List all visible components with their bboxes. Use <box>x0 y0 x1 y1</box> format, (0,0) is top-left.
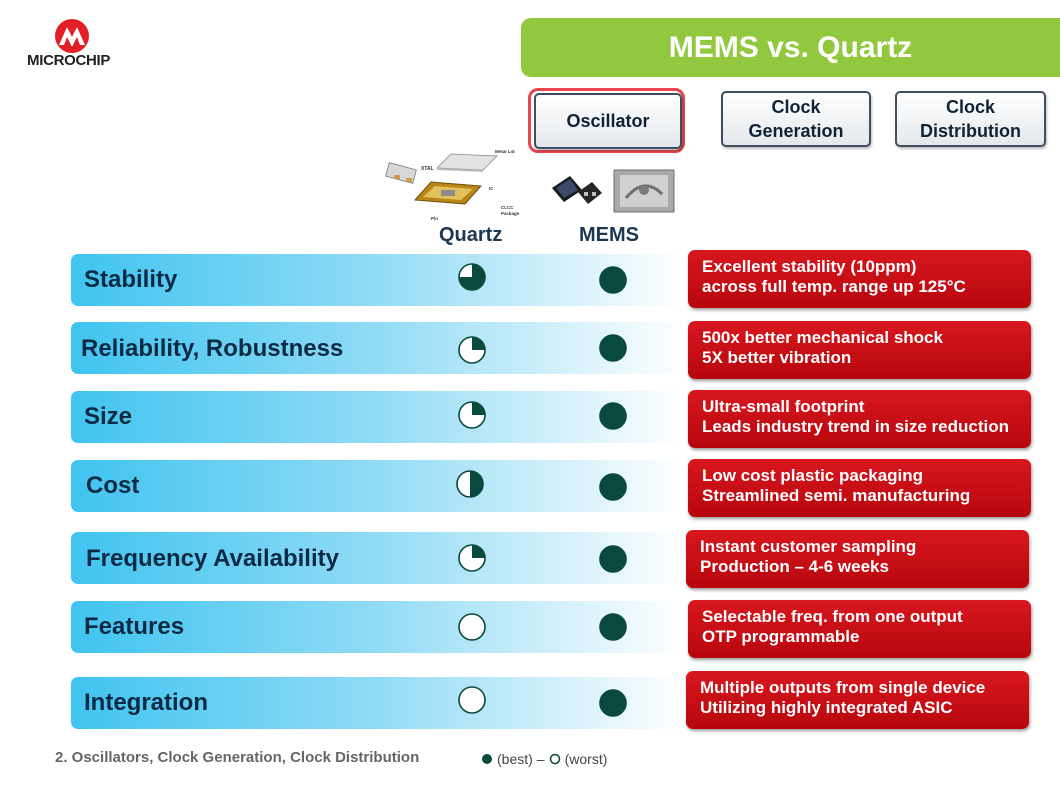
row-cost <box>71 460 686 512</box>
quartz-column-header: Quartz <box>439 224 503 246</box>
selected-nav-highlight <box>528 88 685 153</box>
svg-text:CLCC: CLCC <box>501 205 514 210</box>
rating-fill <box>600 474 626 500</box>
callout-line-1: Selectable freq. from one output <box>702 607 963 626</box>
microchip-logo-icon <box>55 19 89 53</box>
rating-fill <box>472 545 485 558</box>
callout-line-2: across full temp. range up 125°C <box>702 277 966 296</box>
logo-wordmark: MICROCHIP <box>27 52 111 69</box>
legend-worst-label: (worst) <box>564 751 608 767</box>
row-label-cost: Cost <box>86 472 140 499</box>
callout-features: Selectable freq. from one output OTP pro… <box>688 600 1031 658</box>
svg-text:Pin: Pin <box>431 216 438 221</box>
mems-rating-integration <box>599 689 627 717</box>
quartz-package-image: XTAL Metal Lid IC CLCC Package Pin <box>385 150 520 221</box>
row-label-reliability: Reliability, Robustness <box>81 335 344 362</box>
quartz-rating-reliability <box>458 336 486 364</box>
callout-line-1: Excellent stability (10ppm) <box>702 257 917 276</box>
clock-generation-button[interactable]: Clock Generation <box>721 91 871 147</box>
row-label-integration: Integration <box>84 689 208 716</box>
oscillator-button[interactable]: Oscillator <box>534 93 682 149</box>
callout-line-1: Low cost plastic packaging <box>702 466 924 485</box>
row-frequency-availability <box>71 532 686 584</box>
mems-rating-features <box>599 613 627 641</box>
rating-legend: (best) – (worst) <box>481 751 607 767</box>
oscillator-button-label: Oscillator <box>566 110 650 131</box>
callout-line-1: Multiple outputs from single device <box>700 678 986 697</box>
callout-line-2: Production – 4-6 weeks <box>700 557 889 576</box>
rating-fill <box>472 402 485 415</box>
callout-reliability: 500x better mechanical shock 5X better v… <box>688 321 1031 379</box>
row-features <box>71 601 686 653</box>
callout-size: Ultra-small footprint Leads industry tre… <box>688 390 1031 448</box>
svg-text:XTAL: XTAL <box>421 166 434 172</box>
mems-package-image <box>552 169 675 213</box>
rating-fill <box>472 337 485 350</box>
clock-distribution-button-label: Clock Distribution <box>920 96 1021 141</box>
quartz-rating-stability <box>458 263 486 291</box>
svg-text:Package: Package <box>501 211 520 216</box>
row-integration <box>71 677 686 729</box>
mems-column-header: MEMS <box>579 224 639 246</box>
callout-cost: Low cost plastic packaging Streamlined s… <box>688 459 1031 517</box>
svg-text:Metal Lid: Metal Lid <box>495 150 515 154</box>
callout-line-2: Streamlined semi. manufacturing <box>702 486 971 505</box>
row-label-size: Size <box>84 403 133 430</box>
rating-fill <box>470 471 483 497</box>
row-size <box>71 391 686 443</box>
callout-frequency-availability: Instant customer sampling Production – 4… <box>686 530 1029 588</box>
callout-line-1: Instant customer sampling <box>700 537 917 556</box>
footer-caption: 2. Oscillators, Clock Generation, Clock … <box>55 749 420 766</box>
row-stability <box>71 254 686 306</box>
slide-title-text: MEMS vs. Quartz <box>668 30 913 64</box>
rating-fill <box>459 264 485 290</box>
row-label-frequency-availability: Frequency Availability <box>86 545 339 572</box>
mems-rating-size <box>599 402 627 430</box>
quartz-rating-cost <box>456 470 484 498</box>
callout-line-2: OTP programmable <box>702 627 860 646</box>
rating-fill <box>600 546 626 572</box>
mems-rating-stability <box>599 266 627 294</box>
row-reliability <box>71 322 686 374</box>
quartz-rating-integration <box>458 686 486 714</box>
quartz-rating-features <box>458 613 486 641</box>
callout-stability: Excellent stability (10ppm) across full … <box>688 250 1031 308</box>
callout-integration: Multiple outputs from single device Util… <box>686 671 1029 729</box>
legend-best-label: (best) <box>497 751 533 767</box>
svg-text:IC: IC <box>489 186 494 191</box>
mems-rating-cost <box>599 473 627 501</box>
rating-fill <box>600 403 626 429</box>
rating-fill <box>600 335 626 361</box>
callout-line-2: Utilizing highly integrated ASIC <box>700 698 953 717</box>
slide-title: MEMS vs. Quartz <box>521 18 1060 77</box>
legend-worst-circle-icon <box>549 753 560 765</box>
mems-rating-reliability <box>599 334 627 362</box>
row-label-features: Features <box>84 613 185 640</box>
clock-generation-button-label: Clock Generation <box>748 96 844 141</box>
legend-separator: – <box>536 751 545 767</box>
microchip-logo: MICROCHIP <box>24 18 124 74</box>
quartz-rating-frequency-availability <box>458 544 486 572</box>
callout-line-1: Ultra-small footprint <box>702 397 865 416</box>
callout-line-2: 5X better vibration <box>702 348 852 367</box>
quartz-rating-size <box>458 401 486 429</box>
rating-fill <box>600 690 626 716</box>
mems-rating-frequency-availability <box>599 545 627 573</box>
callout-line-1: 500x better mechanical shock <box>702 328 943 347</box>
rating-fill <box>600 614 626 640</box>
clock-distribution-button[interactable]: Clock Distribution <box>895 91 1046 147</box>
row-label-stability: Stability <box>84 266 178 293</box>
callout-line-2: Leads industry trend in size reduction <box>702 417 1009 436</box>
legend-best-dot-icon <box>482 754 492 764</box>
rating-fill <box>600 267 626 293</box>
